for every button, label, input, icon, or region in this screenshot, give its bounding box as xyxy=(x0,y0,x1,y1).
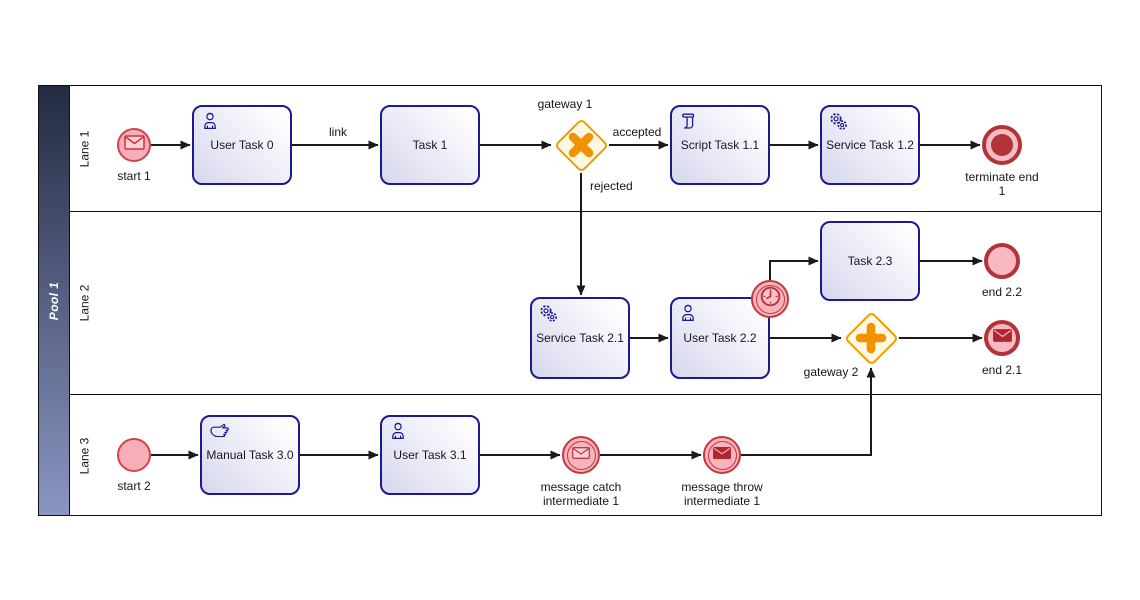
event-label: terminate end 1 xyxy=(965,170,1039,198)
manual-task-3-0[interactable]: Manual Task 3.0 xyxy=(200,415,300,495)
message-envelope-icon xyxy=(123,135,145,155)
hand-icon xyxy=(208,421,230,438)
x-gateway-icon xyxy=(568,132,594,158)
user-icon xyxy=(678,303,698,323)
task-1[interactable]: Task 1 xyxy=(380,105,480,185)
terminate-icon xyxy=(991,134,1013,156)
script-task-1-1[interactable]: Script Task 1.1 xyxy=(670,105,770,185)
service-task-1-2[interactable]: Service Task 1.2 xyxy=(820,105,920,185)
task-label: Script Task 1.1 xyxy=(680,138,760,152)
terminate-end-event-1[interactable] xyxy=(982,125,1022,165)
task-2-3[interactable]: Task 2.3 xyxy=(820,221,920,301)
event-label: start 1 xyxy=(117,169,151,183)
event-label: message throw intermediate 1 xyxy=(681,480,763,508)
lane-2[interactable]: Lane 2 xyxy=(69,211,1102,394)
end-event-2-2[interactable] xyxy=(984,243,1020,279)
lane-3-label: Lane 3 xyxy=(77,437,92,475)
user-task-3-1[interactable]: User Task 3.1 xyxy=(380,415,480,495)
message-throw-intermediate-event-1[interactable] xyxy=(703,436,741,474)
exclusive-gateway-1[interactable] xyxy=(553,117,609,173)
gateway-label: gateway 2 xyxy=(803,365,859,379)
pool[interactable]: Pool 1 Lane 1 Lane 2 Lane 3 xyxy=(38,85,1102,516)
plus-gateway-icon xyxy=(855,322,887,354)
task-label: Service Task 2.1 xyxy=(536,331,624,345)
user-task-0[interactable]: User Task 0 xyxy=(192,105,292,185)
message-end-event-2-1[interactable] xyxy=(984,320,1020,356)
message-envelope-filled-icon xyxy=(713,446,731,464)
service-task-2-1[interactable]: Service Task 2.1 xyxy=(530,297,630,379)
pool-header[interactable]: Pool 1 xyxy=(39,86,70,515)
task-label: User Task 2.2 xyxy=(683,331,757,345)
task-label: Task 1 xyxy=(412,138,448,152)
edge-label-link: link xyxy=(328,125,347,139)
gear-icon xyxy=(538,303,559,324)
event-label: message catch intermediate 1 xyxy=(540,480,622,508)
start-event-2[interactable] xyxy=(117,438,151,472)
edge-label-accepted: accepted xyxy=(612,125,662,139)
message-catch-intermediate-event-1[interactable] xyxy=(562,436,600,474)
user-icon xyxy=(388,421,408,441)
message-envelope-filled-icon xyxy=(992,329,1012,347)
task-label: User Task 3.1 xyxy=(393,448,467,462)
task-label: Service Task 1.2 xyxy=(826,138,914,152)
gateway-label: gateway 1 xyxy=(537,97,593,111)
pool-label: Pool 1 xyxy=(47,281,61,320)
task-label: User Task 0 xyxy=(210,138,274,152)
edge-label-rejected: rejected xyxy=(590,179,633,193)
lane-2-label: Lane 2 xyxy=(77,284,92,322)
task-label: Task 2.3 xyxy=(847,254,893,268)
start-event-1[interactable] xyxy=(117,128,151,162)
lane-1-label: Lane 1 xyxy=(77,130,92,167)
event-label: start 2 xyxy=(117,479,151,493)
parallel-gateway-2[interactable] xyxy=(843,310,899,366)
user-task-2-2[interactable]: User Task 2.2 xyxy=(670,297,770,379)
message-envelope-icon xyxy=(572,446,590,464)
timer-boundary-event[interactable] xyxy=(751,280,789,318)
timer-clock-icon xyxy=(759,285,782,313)
gear-icon xyxy=(828,111,849,132)
event-label: end 2.2 xyxy=(981,285,1023,299)
script-icon xyxy=(678,111,698,131)
lane-3[interactable]: Lane 3 xyxy=(69,394,1102,517)
task-label: Manual Task 3.0 xyxy=(206,448,294,462)
event-label: end 2.1 xyxy=(981,363,1023,377)
user-icon xyxy=(200,111,220,131)
